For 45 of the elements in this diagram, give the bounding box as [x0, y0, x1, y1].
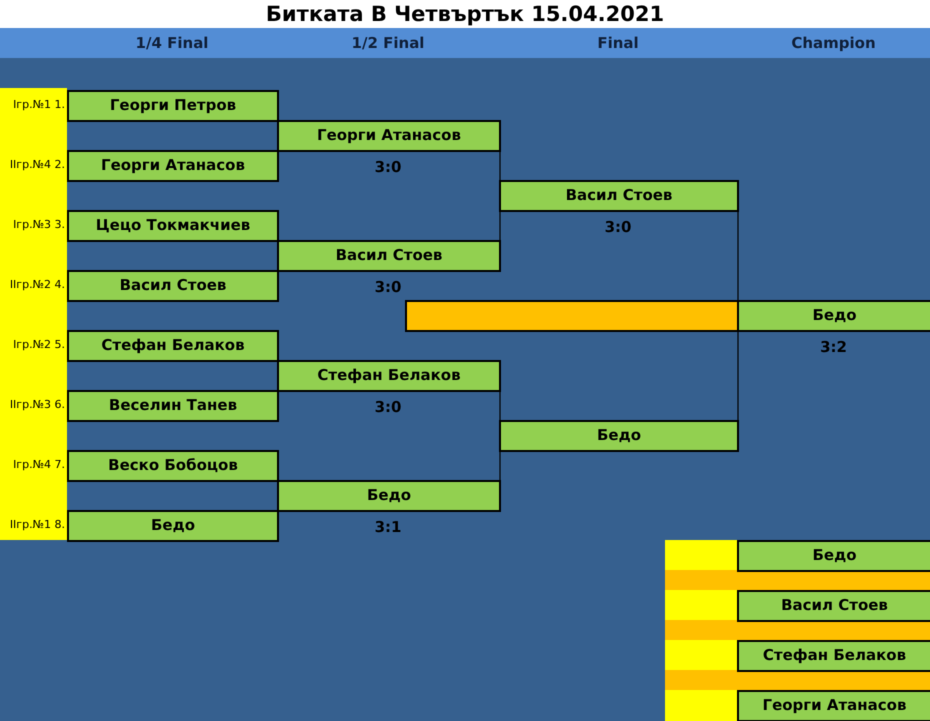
player-box: Бедо [737, 300, 930, 332]
player-box: Георги Атанасов [737, 690, 930, 721]
player-box: Стефан Белаков [67, 330, 279, 362]
seed-label: Iгр.№2 5. [12, 337, 65, 353]
score-label: 3:0 [604, 217, 632, 238]
seed-label: IIгр.№1 8. [8, 517, 65, 533]
bracket-line [499, 212, 501, 240]
score-label: 3:2 [819, 337, 848, 358]
score-label: 3:0 [374, 157, 402, 178]
seed-label: Iгр.№4 7. [12, 457, 65, 473]
seed-label: IIгр.№3 6. [8, 397, 65, 413]
column-header: 1/4 Final [134, 33, 210, 54]
player-box: Стефан Белаков [737, 640, 930, 672]
bracket-line [737, 332, 739, 420]
seed-label: Iгр.№3 3. [12, 217, 65, 233]
player-box: Васил Стоев [737, 590, 930, 622]
column-header: Champion [790, 33, 877, 54]
bracket-line [499, 152, 501, 180]
player-box: Бедо [67, 510, 279, 542]
player-box: Георги Атанасов [277, 120, 501, 152]
player-box: Веселин Танев [67, 390, 279, 422]
player-box: Васил Стоев [499, 180, 739, 212]
player-box: Георги Атанасов [67, 150, 279, 182]
player-box: Бедо [737, 540, 930, 572]
bracket-line [737, 212, 739, 300]
column-header: Final [596, 33, 640, 54]
score-label: 3:0 [374, 277, 402, 298]
title: Битката В Четвъртък 15.04.2021 [0, 0, 930, 28]
player-box: Васил Стоев [277, 240, 501, 272]
player-box: Георги Петров [67, 90, 279, 122]
player-box: Бедо [499, 420, 739, 452]
column-header: 1/2 Final [350, 33, 426, 54]
score-label: 3:0 [374, 397, 402, 418]
bar-box [405, 300, 739, 332]
bracket-line [499, 392, 501, 420]
player-box: Васил Стоев [67, 270, 279, 302]
player-box: Веско Бобоцов [67, 450, 279, 482]
bracket-line [499, 452, 501, 480]
seed-label: IIгр.№2 4. [8, 277, 65, 293]
player-box: Стефан Белаков [277, 360, 501, 392]
player-box: Цецо Токмакчиев [67, 210, 279, 242]
player-box: Бедо [277, 480, 501, 512]
score-label: 3:1 [374, 517, 402, 538]
seed-label: Iгр.№1 1. [12, 97, 65, 113]
seed-label: IIгр.№4 2. [8, 157, 65, 173]
